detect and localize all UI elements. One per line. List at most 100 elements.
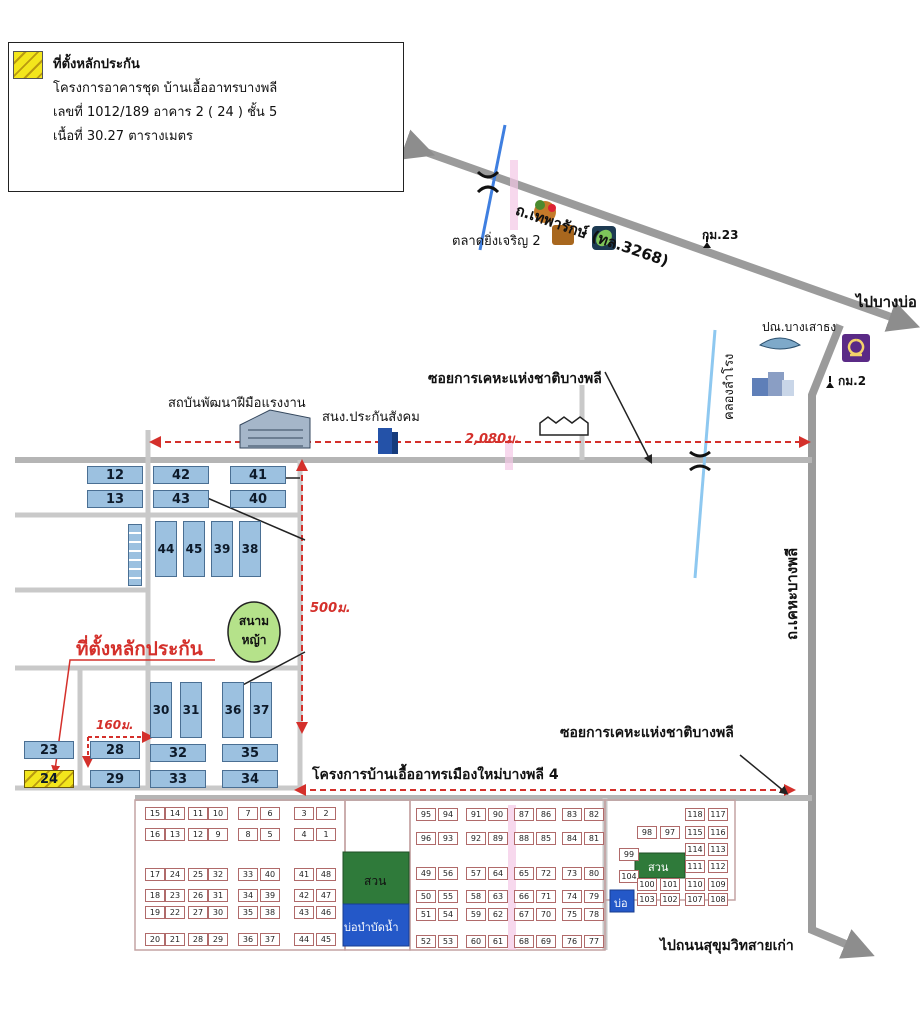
lot-34: 34 — [238, 889, 258, 902]
lot-111: 111 — [685, 860, 705, 873]
lot-114: 114 — [685, 843, 705, 856]
lot-9: 9 — [208, 828, 228, 841]
lot-77: 77 — [584, 935, 604, 948]
lot-27: 27 — [188, 906, 208, 919]
lot-116: 116 — [708, 826, 728, 839]
lot-59: 59 — [466, 908, 486, 921]
lot-31: 31 — [208, 889, 228, 902]
collateral-swatch — [13, 51, 43, 79]
building-23: 23 — [24, 741, 74, 759]
lot-24: 24 — [165, 868, 185, 881]
lot-37: 37 — [260, 933, 280, 946]
label-pond-2: บ่อ — [614, 897, 628, 910]
building-24-collateral: 24 — [24, 770, 74, 788]
lot-63: 63 — [488, 890, 508, 903]
lot-20: 20 — [145, 933, 165, 946]
institute-building-icon — [239, 409, 311, 449]
lot-39: 39 — [260, 889, 280, 902]
lot-76: 76 — [562, 935, 582, 948]
market-basket-icon — [534, 200, 574, 245]
label-post-office: ปณ.บางเสาธง — [762, 320, 837, 334]
lot-11: 11 — [188, 807, 208, 820]
lot-99: 99 — [619, 848, 639, 861]
label-soi-south: ซอยการเคหะแห่งชาติบางพลี — [560, 725, 734, 741]
treatment-pond — [342, 903, 410, 947]
lot-17: 17 — [145, 868, 165, 881]
lot-110: 110 — [685, 878, 705, 891]
lot-118: 118 — [685, 808, 705, 821]
lot-69: 69 — [536, 935, 556, 948]
lot-49: 49 — [416, 867, 436, 880]
lot-82: 82 — [584, 808, 604, 821]
lot-80: 80 — [584, 867, 604, 880]
lot-89: 89 — [488, 832, 508, 845]
lot-61: 61 — [488, 935, 508, 948]
lot-84: 84 — [562, 832, 582, 845]
lot-45: 45 — [316, 933, 336, 946]
lot-78: 78 — [584, 908, 604, 921]
lot-74: 74 — [562, 890, 582, 903]
building-37: 37 — [250, 682, 272, 738]
lot-72: 72 — [536, 867, 556, 880]
lot-104: 104 — [619, 870, 639, 883]
lot-14: 14 — [165, 807, 185, 820]
lot-7: 7 — [238, 807, 258, 820]
lot-19: 19 — [145, 906, 165, 919]
label-canal: คลองลำโรง — [722, 353, 737, 420]
parking-stripes — [128, 524, 142, 586]
label-distance-160: 160ม. — [96, 718, 134, 732]
lot-85: 85 — [536, 832, 556, 845]
building-43: 43 — [153, 490, 209, 508]
lot-62: 62 — [488, 908, 508, 921]
lot-64: 64 — [488, 867, 508, 880]
lot-56: 56 — [438, 867, 458, 880]
lot-25: 25 — [188, 868, 208, 881]
building-40: 40 — [230, 490, 286, 508]
label-garden-2: สวน — [648, 861, 669, 874]
lot-2: 2 — [316, 807, 336, 820]
lot-90: 90 — [488, 808, 508, 821]
building-45: 45 — [183, 521, 205, 577]
lot-102: 102 — [660, 893, 680, 906]
lot-48: 48 — [316, 868, 336, 881]
lot-5: 5 — [260, 828, 280, 841]
lot-88: 88 — [514, 832, 534, 845]
pink-strip-south — [508, 805, 516, 950]
lot-57: 57 — [466, 867, 486, 880]
lot-47: 47 — [316, 889, 336, 902]
lot-96: 96 — [416, 832, 436, 845]
building-35: 35 — [222, 744, 278, 762]
label-market: ตลาดยิ่งเจริญ 2 — [452, 234, 541, 249]
lot-6: 6 — [260, 807, 280, 820]
lot-58: 58 — [466, 890, 486, 903]
label-distance-500: 500ม. — [310, 601, 351, 616]
label-to-sukhumvit: ไปถนนสุขุมวิทสายเก่า — [660, 938, 794, 954]
lot-46: 46 — [316, 906, 336, 919]
lot-109: 109 — [708, 878, 728, 891]
building-13: 13 — [87, 490, 143, 508]
lot-26: 26 — [188, 889, 208, 902]
km-marker-icon — [703, 236, 711, 248]
lot-36: 36 — [238, 933, 258, 946]
lot-79: 79 — [584, 890, 604, 903]
lot-12: 12 — [188, 828, 208, 841]
garden-area-2 — [634, 852, 686, 879]
building-34: 34 — [222, 770, 278, 788]
lot-67: 67 — [514, 908, 534, 921]
lot-35: 35 — [238, 906, 258, 919]
collateral-leader — [51, 659, 215, 775]
lot-101: 101 — [660, 878, 680, 891]
building-31: 31 — [180, 682, 202, 738]
lot-51: 51 — [416, 908, 436, 921]
lot-41: 41 — [294, 868, 314, 881]
lot-52: 52 — [416, 935, 436, 948]
lot-87: 87 — [514, 808, 534, 821]
lot-4: 4 — [294, 828, 314, 841]
lot-92: 92 — [466, 832, 486, 845]
lot-44: 44 — [294, 933, 314, 946]
lot-93: 93 — [438, 832, 458, 845]
bank-leaf-icon — [592, 226, 616, 250]
building-39: 39 — [211, 521, 233, 577]
lot-33: 33 — [238, 868, 258, 881]
lot-95: 95 — [416, 808, 436, 821]
